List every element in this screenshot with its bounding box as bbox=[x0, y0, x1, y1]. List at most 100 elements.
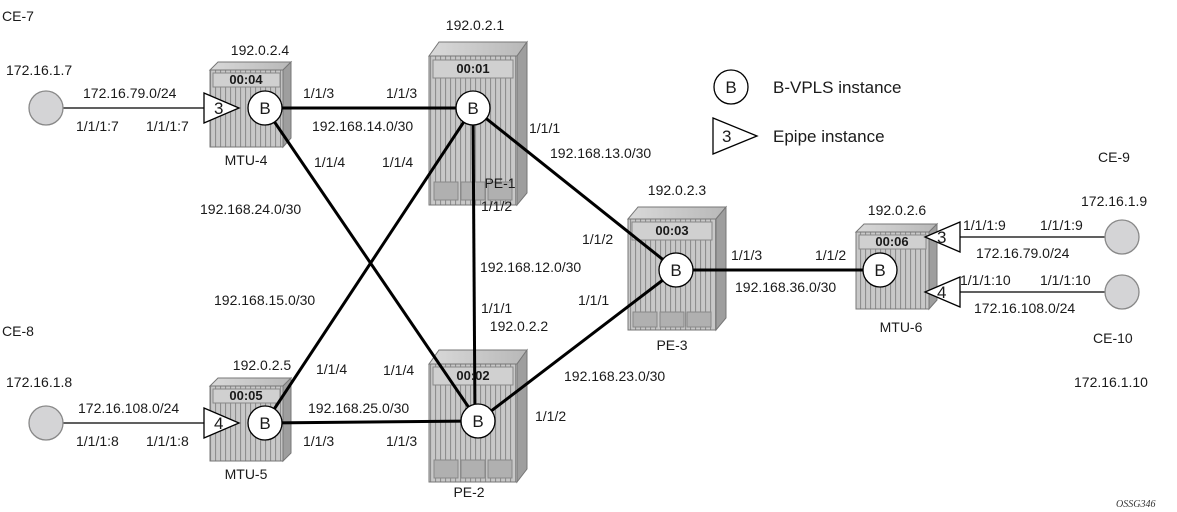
pe2-pe3-subnet: 192.168.23.0/30 bbox=[564, 368, 665, 384]
pe3-mtu6-port-a: 1/1/3 bbox=[731, 247, 762, 263]
pe1-pe3-subnet: 192.168.13.0/30 bbox=[550, 145, 651, 161]
mtu5-pe2-port-a: 1/1/3 bbox=[303, 433, 334, 449]
mtu5-pe1-subnet: 192.168.15.0/30 bbox=[214, 292, 315, 308]
pe1-name: PE-1 bbox=[484, 175, 515, 191]
link-pe2-pe3 bbox=[477, 268, 677, 423]
pe1-bvpls-label: B bbox=[467, 99, 478, 118]
pe2-system-ip: 192.0.2.2 bbox=[490, 318, 549, 334]
pe3-mtu6-subnet: 192.168.36.0/30 bbox=[735, 279, 836, 295]
mtu6-bvpls-label: B bbox=[874, 261, 885, 280]
mtu4-system-ip: 192.0.2.4 bbox=[231, 42, 290, 58]
mtu6-bvpls: B bbox=[862, 252, 898, 288]
legend-bvpls-symbol bbox=[713, 69, 749, 105]
mtu6-name: MTU-6 bbox=[880, 319, 923, 335]
mtu4-epipe-triangle bbox=[203, 92, 241, 124]
mtu4-pe1-subnet: 192.168.14.0/30 bbox=[312, 118, 413, 134]
mtu5-bvpls: B bbox=[247, 405, 283, 441]
pe2-name: PE-2 bbox=[453, 484, 484, 500]
pe1-pe3-port-a: 1/1/1 bbox=[529, 120, 560, 136]
pe3-bvpls: B bbox=[658, 252, 694, 288]
link-mtu4-pe2 bbox=[263, 107, 480, 422]
pe3-system-ip: 192.0.2.3 bbox=[648, 182, 707, 198]
ce9-access-subnet: 172.16.79.0/24 bbox=[976, 245, 1070, 261]
pe1-pe2-subnet: 192.168.12.0/30 bbox=[480, 259, 581, 275]
mtu5-name: MTU-5 bbox=[225, 466, 268, 482]
ce7-ce-port: 1/1/1:7 bbox=[76, 118, 119, 134]
mtu6-epipe-top-id: 3 bbox=[937, 228, 946, 247]
pe1-bvpls: B bbox=[455, 90, 491, 126]
ce10-node bbox=[1104, 274, 1140, 310]
link-pe1-pe2 bbox=[471, 107, 477, 422]
mtu6-node-id: 00:06 bbox=[875, 234, 908, 249]
legend-bvpls-symbol-text: B bbox=[725, 78, 736, 97]
mtu5-node-id: 00:05 bbox=[229, 388, 262, 403]
mtu4-node-id: 00:04 bbox=[229, 72, 263, 87]
ce9-ce-port: 1/1/1:9 bbox=[1040, 217, 1083, 233]
mtu5-pe1-port-a: 1/1/4 bbox=[316, 361, 347, 377]
ce9-node bbox=[1104, 219, 1140, 255]
link-mtu5-pe1 bbox=[263, 107, 475, 424]
mtu5-pe2-port-b: 1/1/3 bbox=[386, 433, 417, 449]
pe1-system-ip: 192.0.2.1 bbox=[446, 17, 505, 33]
ce8-mtu-port: 1/1/1:8 bbox=[146, 433, 189, 449]
ce9-ip: 172.16.1.9 bbox=[1081, 193, 1147, 209]
mtu4-name: MTU-4 bbox=[225, 152, 268, 168]
ce10-mtu-port: 1/1/1:10 bbox=[960, 272, 1011, 288]
ce8-node bbox=[28, 405, 64, 441]
mtu4-bvpls-label: B bbox=[259, 99, 270, 118]
ce8-ip: 172.16.1.8 bbox=[6, 374, 72, 390]
link-mtu5-pe2 bbox=[264, 419, 479, 425]
legend: B B-VPLS instance 3 Epipe instance bbox=[712, 69, 902, 155]
mtu4-pe1-port-a: 1/1/3 bbox=[303, 85, 334, 101]
mtu4-pe2-port-b: 1/1/4 bbox=[383, 362, 414, 378]
pe3-chassis bbox=[626, 205, 728, 332]
pe2-bvpls-label: B bbox=[472, 412, 483, 431]
ce10-ip: 172.16.1.10 bbox=[1074, 374, 1148, 390]
ce10-ce-port: 1/1/1:10 bbox=[1040, 272, 1091, 288]
mtu6-epipe-bottom-triangle bbox=[923, 276, 961, 308]
ce9-name: CE-9 bbox=[1098, 149, 1130, 165]
ce10-name: CE-10 bbox=[1093, 330, 1133, 346]
pe3-mtu6-port-b: 1/1/2 bbox=[815, 247, 846, 263]
legend-epipe-symbol bbox=[712, 117, 759, 155]
legend-bvpls-label: B-VPLS instance bbox=[773, 78, 902, 97]
mtu5-epipe-triangle bbox=[203, 407, 241, 439]
legend-epipe-label: Epipe instance bbox=[773, 127, 885, 146]
pe3-bvpls-label: B bbox=[670, 261, 681, 280]
mtu5-pe2-subnet: 192.168.25.0/30 bbox=[308, 400, 409, 416]
mtu5-pe1-port-b: 1/1/4 bbox=[382, 154, 413, 170]
mtu4-pe2-subnet: 192.168.24.0/30 bbox=[200, 201, 301, 217]
link-pe1-pe3 bbox=[472, 106, 677, 272]
ce7-ip: 172.16.1.7 bbox=[6, 62, 72, 78]
pe1-pe2-port-a: 1/1/2 bbox=[481, 198, 512, 214]
pe2-bvpls: B bbox=[460, 403, 496, 439]
ce8-name: CE-8 bbox=[2, 323, 34, 339]
ce7-mtu-port: 1/1/1:7 bbox=[146, 118, 189, 134]
pe3-name: PE-3 bbox=[656, 337, 687, 353]
pe1-pe2-port-b: 1/1/1 bbox=[481, 300, 512, 316]
mtu4-bvpls: B bbox=[247, 90, 283, 126]
mtu5-bvpls-label: B bbox=[259, 414, 270, 433]
ce7-node bbox=[28, 90, 64, 126]
figure-id: OSSG346 bbox=[1116, 499, 1155, 510]
mtu6-system-ip: 192.0.2.6 bbox=[868, 202, 927, 218]
ce7-access-subnet: 172.16.79.0/24 bbox=[83, 85, 177, 101]
mtu5-epipe-id: 4 bbox=[214, 414, 223, 433]
mtu4-epipe-id: 3 bbox=[214, 99, 223, 118]
ce9-mtu-port: 1/1/1:9 bbox=[963, 217, 1006, 233]
ce10-access-subnet: 172.16.108.0/24 bbox=[974, 300, 1075, 316]
pe1-pe3-port-b: 1/1/2 bbox=[582, 231, 613, 247]
pe2-node-id: 00:02 bbox=[456, 368, 489, 383]
ce7-name: CE-7 bbox=[2, 8, 34, 24]
mtu4-pe1-port-b: 1/1/3 bbox=[386, 85, 417, 101]
pe1-chassis bbox=[428, 40, 528, 207]
mtu6-epipe-top-triangle bbox=[923, 221, 961, 253]
mtu6-epipe-bottom-id: 4 bbox=[937, 283, 946, 302]
mtu5-system-ip: 192.0.2.5 bbox=[233, 357, 292, 373]
ce8-access-subnet: 172.16.108.0/24 bbox=[78, 400, 179, 416]
mtu4-pe2-port-a: 1/1/4 bbox=[314, 154, 345, 170]
pe2-pe3-port-b: 1/1/1 bbox=[578, 292, 609, 308]
ce8-ce-port: 1/1/1:8 bbox=[76, 433, 119, 449]
pe1-node-id: 00:01 bbox=[456, 61, 489, 76]
